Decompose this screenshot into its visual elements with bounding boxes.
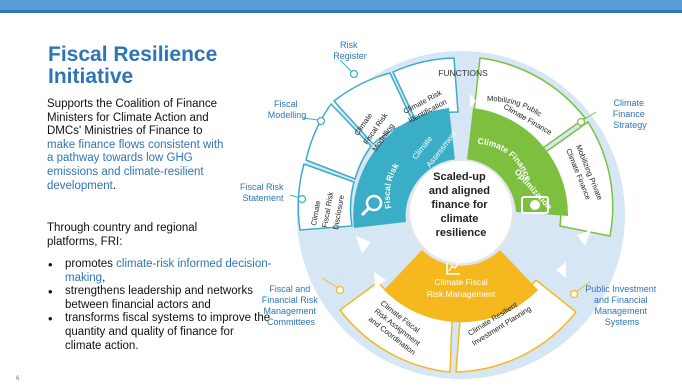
connector-dot bbox=[316, 116, 326, 126]
intro-tail-line: development. bbox=[47, 180, 267, 194]
chevron-left-icon bbox=[446, 94, 452, 108]
center-line: climate bbox=[441, 213, 479, 225]
functions-label: FUNCTIONS bbox=[438, 68, 488, 78]
title-line-1: Fiscal Resilience bbox=[48, 43, 218, 66]
fiscal-modelling-label: Fiscal Modelling bbox=[268, 99, 307, 120]
center-text: Scaled-up and aligned finance for climat… bbox=[429, 171, 493, 239]
center-circle bbox=[408, 159, 514, 265]
intro-highlight-3: emissions and climate-resilient bbox=[47, 165, 204, 178]
bullet-item: transforms fiscal systems to improve the… bbox=[47, 312, 272, 353]
fri-bullet-list: promotes climate-risk informed decision-… bbox=[47, 258, 272, 353]
intro-highlight-2: a pathway towards low GHG bbox=[47, 152, 193, 165]
chevron-right-icon bbox=[374, 272, 386, 288]
platforms-line-1: Through country and regional bbox=[47, 222, 198, 234]
intro-line-2: Ministers for Climate Action and bbox=[47, 111, 209, 124]
connector-dot bbox=[569, 289, 579, 299]
bullet-item: promotes climate-risk informed decision-… bbox=[47, 258, 272, 285]
center-line: and aligned bbox=[429, 185, 490, 197]
intro-line-3: DMCs' Ministries of Finance to bbox=[47, 125, 203, 138]
platforms-line-2: platforms, FRI: bbox=[47, 235, 123, 248]
management-segment bbox=[384, 250, 538, 323]
intro-end: . bbox=[112, 179, 117, 192]
connector-dot bbox=[576, 117, 586, 127]
intro-highlight-1: make finance flows consistent with bbox=[47, 138, 224, 151]
magnifier-handle bbox=[360, 206, 371, 217]
chevron-left-icon bbox=[556, 262, 566, 278]
risk-register-label: Risk Register bbox=[333, 40, 367, 61]
top-banner bbox=[0, 0, 682, 10]
connector-line bbox=[339, 59, 353, 73]
fiscal-risk-modelling-card bbox=[332, 72, 415, 146]
money-icon bbox=[521, 196, 549, 214]
magnifier-icon bbox=[365, 194, 383, 212]
top-banner-accent bbox=[0, 10, 682, 13]
fiscal-risk-disclosure-card bbox=[297, 163, 355, 231]
chevron-down-right-icon bbox=[577, 230, 591, 246]
connector-line bbox=[321, 277, 339, 289]
connector-dot bbox=[335, 285, 345, 295]
connector-line bbox=[302, 117, 319, 121]
bullet-highlight: climate-risk informed decision-making bbox=[65, 258, 272, 284]
chevron-down-left-icon bbox=[356, 236, 371, 254]
fiscal-risk-disclosure-line-1: Climate bbox=[309, 200, 322, 227]
optimization-segment bbox=[467, 108, 569, 216]
climate-finance-strategy-label: Climate Finance Strategy bbox=[613, 98, 648, 130]
bullet-suffix: , bbox=[102, 271, 106, 284]
bullet-item: strengthens leadership and networks betw… bbox=[47, 285, 272, 312]
platforms-paragraph: Through country and regional platforms, … bbox=[47, 222, 267, 249]
money-icon-coin bbox=[530, 200, 540, 210]
center-line: resilience bbox=[436, 227, 487, 239]
chevron-right-icon bbox=[470, 94, 476, 108]
center-line: Scaled-up bbox=[433, 171, 486, 183]
fiscal-financial-committees-label: Fiscal and Financial Risk Management Com… bbox=[262, 284, 321, 327]
connector-line bbox=[582, 111, 597, 121]
page-title: Fiscal Resilience Initiative bbox=[48, 44, 268, 88]
intro-line-1: Supports the Coalition of Finance bbox=[47, 98, 218, 110]
title-line-2: Initiative bbox=[48, 65, 134, 88]
center-line: finance for bbox=[431, 199, 488, 211]
connector-line bbox=[575, 281, 591, 293]
management-label-2: Risk Management bbox=[427, 289, 496, 299]
intro-paragraph: Supports the Coalition of Finance Minist… bbox=[47, 98, 267, 193]
bullet-text: promotes bbox=[65, 258, 117, 270]
fiscal-risk-statement-label: Fiscal Risk Statement bbox=[240, 182, 286, 203]
connector-dot bbox=[297, 194, 307, 204]
public-investment-systems-label: Public Investment and Financial Manageme… bbox=[585, 284, 659, 327]
connector-dot bbox=[349, 69, 359, 79]
management-label-1: Climate Fiscal bbox=[434, 277, 487, 287]
page-number: 6 bbox=[16, 376, 20, 382]
intro-tail: development bbox=[47, 179, 113, 192]
chart-trend-icon bbox=[446, 261, 460, 275]
